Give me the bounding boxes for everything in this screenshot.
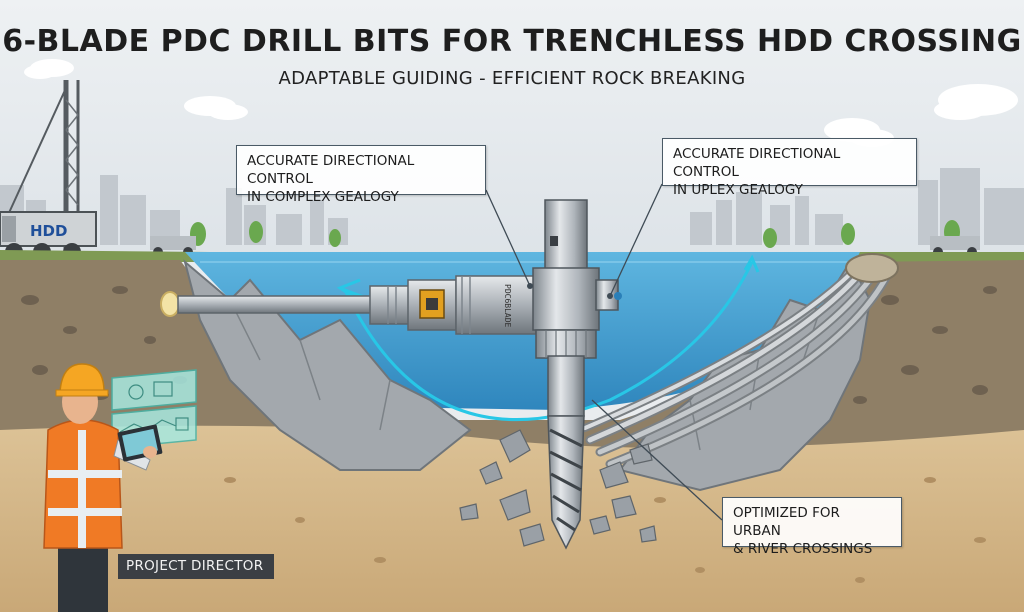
pdc-drill-bit [532, 199, 622, 550]
callout-directional-control-uplex: ACCURATE DIRECTIONAL CONTROL IN UPLEX GE… [662, 138, 917, 198]
rig-logo: HDD [30, 222, 67, 240]
horizontal-drill-assembly: PDC6BLADE [177, 275, 537, 335]
callout-line: & RIVER CROSSINGS [733, 541, 873, 557]
pipe-entry [845, 253, 899, 283]
callout-line: IN COMPLEX GEALOGY [247, 189, 399, 205]
callout-leaders [485, 183, 723, 521]
sand-pebbles [224, 477, 986, 583]
page-title: 6-BLADE PDC DRILL BITS FOR TRENCHLESS HD… [2, 24, 1022, 59]
gear-icon [614, 292, 622, 300]
tool-marking: PDC6BLADE [503, 284, 512, 328]
page-subtitle: ADAPTABLE GUIDING - EFFICIENT ROCK BREAK… [278, 68, 746, 89]
project-director-figure [43, 363, 163, 612]
pipe-bundle [581, 257, 895, 469]
callout-line: ACCURATE DIRECTIONAL CONTROL [673, 146, 841, 180]
drill-trajectory-main [343, 261, 754, 422]
rock-debris [459, 429, 657, 547]
project-director-label: PROJECT DIRECTOR [118, 554, 274, 579]
callout-urban-river: OPTIMIZED FOR URBAN & RIVER CROSSINGS [722, 497, 902, 557]
callout-line: IN UPLEX GEALOGY [673, 182, 803, 198]
callout-line: ACCURATE DIRECTIONAL CONTROL [247, 153, 415, 187]
callout-line: OPTIMIZED FOR URBAN [733, 505, 840, 539]
callout-directional-control-complex: ACCURATE DIRECTIONAL CONTROL IN COMPLEX … [236, 145, 486, 205]
bore-entry-left [160, 291, 180, 317]
rock-bank-left [183, 259, 472, 471]
